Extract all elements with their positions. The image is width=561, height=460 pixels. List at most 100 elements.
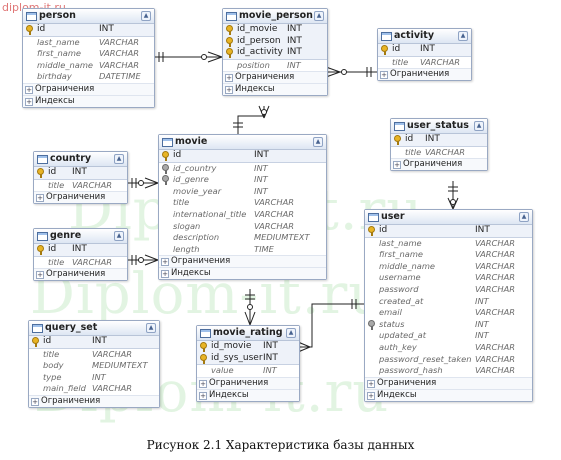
collapse-icon[interactable]: ▲ bbox=[313, 137, 323, 147]
expand-icon[interactable]: + bbox=[161, 270, 169, 279]
expand-icon[interactable]: + bbox=[31, 397, 39, 406]
section-indexes[interactable]: +Индексы bbox=[197, 388, 299, 401]
collapse-icon[interactable]: ▲ bbox=[519, 212, 529, 222]
section-indexes[interactable]: +Индексы bbox=[23, 94, 154, 107]
section-constraints[interactable]: +Ограничения bbox=[159, 255, 326, 268]
expand-icon[interactable]: + bbox=[199, 379, 207, 388]
section-indexes[interactable]: +Индексы bbox=[223, 83, 327, 96]
table-movie-header[interactable]: movie ▲ bbox=[159, 135, 326, 150]
collapse-icon[interactable]: ▲ bbox=[314, 11, 324, 21]
table-user-header[interactable]: user ▲ bbox=[365, 210, 532, 225]
expand-icon[interactable]: + bbox=[367, 379, 375, 388]
table-genre-header[interactable]: genre ▲ bbox=[34, 229, 127, 244]
expand-icon[interactable]: + bbox=[393, 161, 401, 170]
collapse-icon[interactable]: ▲ bbox=[458, 31, 468, 41]
expand-icon[interactable]: + bbox=[25, 85, 33, 94]
expand-icon[interactable]: + bbox=[367, 391, 375, 400]
section-constraints[interactable]: +Ограничения bbox=[29, 394, 159, 407]
collapse-icon[interactable]: ▲ bbox=[146, 323, 156, 333]
table-person-header[interactable]: person ▲ bbox=[23, 9, 154, 24]
table-user-status-header[interactable]: user_status ▲ bbox=[391, 119, 487, 134]
expand-icon[interactable]: + bbox=[380, 71, 388, 80]
section-constraints[interactable]: +Ограничения bbox=[34, 268, 127, 281]
table-movie-person-header[interactable]: movie_person ▲ bbox=[223, 9, 327, 24]
section-constraints[interactable]: +Ограничения bbox=[391, 158, 487, 171]
expand-icon[interactable]: + bbox=[161, 258, 169, 267]
collapse-icon[interactable]: ▲ bbox=[114, 154, 124, 164]
table-country-header[interactable]: country ▲ bbox=[34, 152, 127, 167]
expand-icon[interactable]: + bbox=[225, 86, 233, 95]
section-constraints[interactable]: +Ограничения bbox=[34, 191, 127, 204]
expand-icon[interactable]: + bbox=[36, 194, 44, 203]
collapse-icon[interactable]: ▲ bbox=[474, 121, 484, 131]
table-movie-rating-header[interactable]: movie_rating ▲ bbox=[197, 326, 299, 341]
section-indexes[interactable]: +Индексы bbox=[365, 388, 532, 401]
collapse-icon[interactable]: ▲ bbox=[114, 231, 124, 241]
section-constraints[interactable]: +Ограничения bbox=[378, 68, 471, 81]
section-constraints[interactable]: +Ограничения bbox=[223, 71, 327, 84]
section-constraints[interactable]: +Ограничения bbox=[197, 376, 299, 389]
table-query-set-header[interactable]: query_set ▲ bbox=[29, 321, 159, 336]
expand-icon[interactable]: + bbox=[25, 97, 33, 106]
table-activity-header[interactable]: activity ▲ bbox=[378, 29, 471, 44]
section-indexes[interactable]: +Индексы bbox=[159, 267, 326, 280]
expand-icon[interactable]: + bbox=[199, 391, 207, 400]
section-constraints[interactable]: +Ограничения bbox=[365, 376, 532, 389]
collapse-icon[interactable]: ▲ bbox=[286, 328, 296, 338]
